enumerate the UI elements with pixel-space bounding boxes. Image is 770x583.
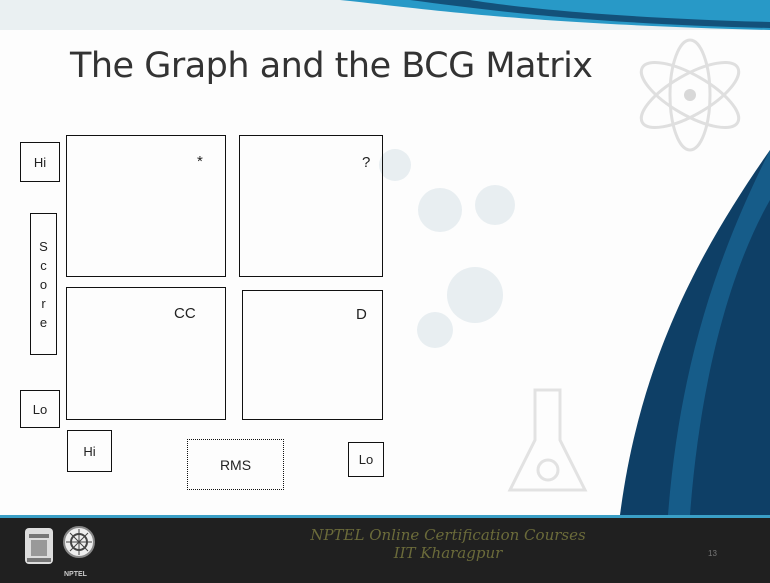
flask-icon (507, 388, 588, 492)
footer-course-text: NPTEL Online Certification Courses IIT K… (298, 526, 598, 562)
y-axis-hi-label: Hi (20, 142, 60, 182)
quadrant-question-marks: ? (239, 135, 383, 277)
footer-line-2: IIT Kharagpur (393, 544, 503, 562)
page-number: 13 (708, 549, 717, 558)
x-axis-hi-label: Hi (67, 430, 112, 472)
score-letter: c (40, 257, 47, 273)
quadrant-label: CC (174, 305, 196, 322)
nptel-logo-icon (63, 526, 95, 558)
quadrant-label: * (197, 153, 203, 170)
quadrant-stars: * (66, 135, 226, 277)
quadrant-label: ? (362, 154, 371, 171)
quadrant-label: D (356, 306, 367, 323)
nptel-logo-text: NPTEL (64, 571, 87, 578)
slide-title: The Graph and the BCG Matrix (70, 46, 593, 86)
score-letter: o (39, 276, 48, 292)
footer-line-1: NPTEL Online Certification Courses (310, 526, 586, 544)
x-axis-rms-label: RMS (187, 439, 284, 490)
score-letter: r (41, 295, 46, 311)
score-letter: e (39, 314, 48, 330)
quadrant-dogs: D (242, 290, 383, 420)
footer-bar (0, 518, 770, 583)
x-axis-lo-label: Lo (348, 442, 384, 477)
y-axis-score-label: S c o r e (30, 213, 57, 355)
score-letter: S (39, 238, 48, 254)
footer-accent-line (0, 515, 770, 518)
quadrant-cash-cows: CC (66, 287, 226, 420)
iit-logo-icon (25, 528, 53, 564)
y-axis-lo-label: Lo (20, 390, 60, 428)
tech-tree-decoration (379, 149, 515, 348)
atom-icon (639, 38, 741, 152)
